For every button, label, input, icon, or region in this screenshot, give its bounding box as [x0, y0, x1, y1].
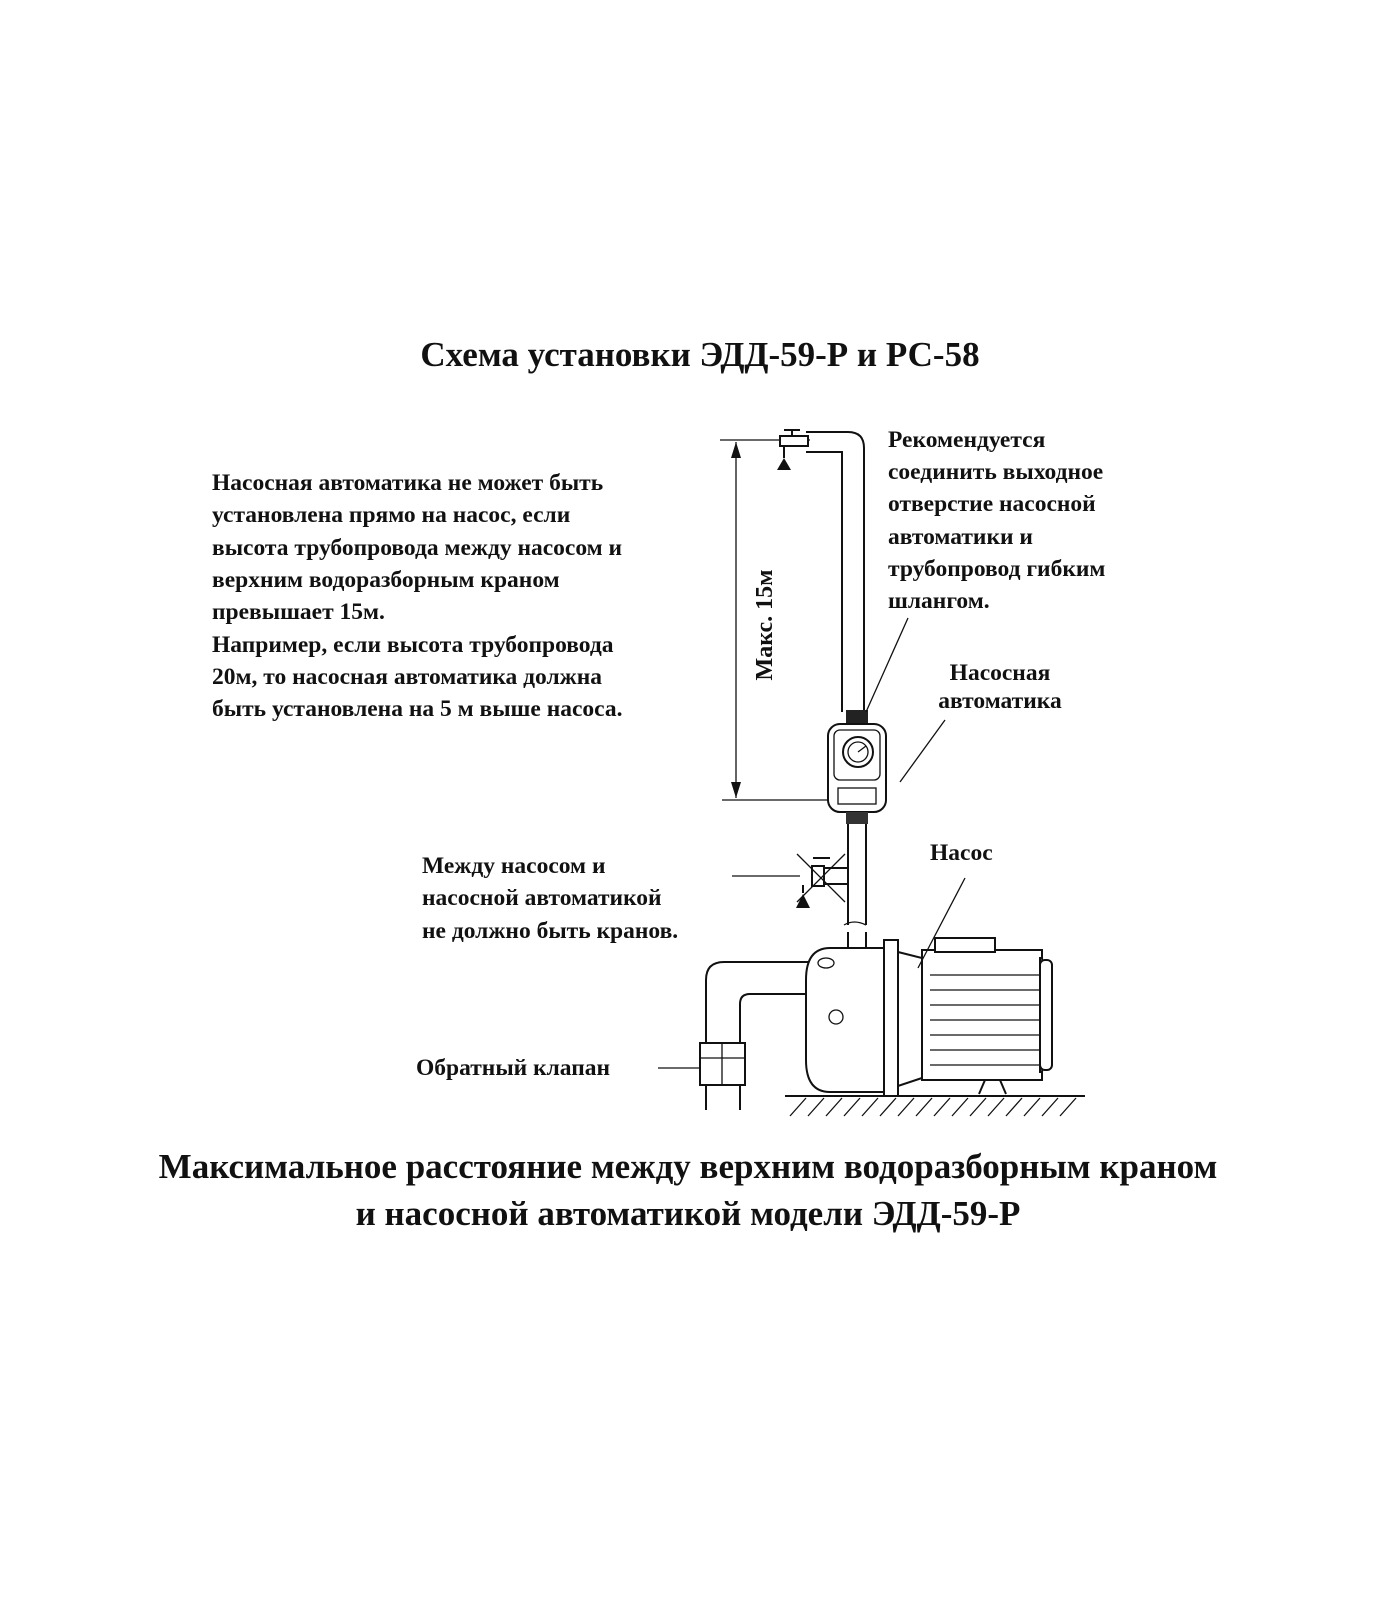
check-valve-label: Обратный клапан	[416, 1055, 610, 1081]
caption-line: Максимальное расстояние между верхним во…	[159, 1147, 1218, 1186]
no-taps-label: не должно быть кранов.	[422, 918, 678, 944]
left-note-line: верхним водоразборным краном	[212, 567, 560, 593]
suction-pipe	[699, 961, 812, 1110]
left-note-line: превышает 15м.	[212, 599, 385, 625]
left-note: Насосная автоматика не может быть устано…	[212, 470, 623, 722]
caption-line: и насосной автоматикой модели ЭДД-59-Р	[356, 1194, 1021, 1233]
pump-icon	[805, 937, 1053, 1097]
pump-automation-unit	[827, 710, 887, 824]
left-note-line: быть установлена на 5 м выше насоса.	[212, 696, 623, 722]
crossed-tap-icon	[796, 853, 848, 908]
right-note-line: трубопровод гибким	[888, 556, 1105, 582]
right-note-line: шлангом.	[888, 588, 990, 614]
leader-lines	[658, 617, 966, 1069]
right-note: Рекомендуется соединить выходное отверст…	[888, 427, 1105, 614]
top-tap-icon	[777, 429, 809, 470]
dimension-label: Макс. 15м	[752, 570, 778, 681]
no-taps-label: Между насосом и	[422, 853, 605, 879]
right-note-line: автоматики и	[888, 524, 1033, 550]
automation-label: Насосная	[950, 660, 1051, 686]
riser-pipe	[806, 431, 867, 955]
pump-label: Насос	[930, 840, 993, 866]
left-note-line: Насосная автоматика не может быть	[212, 470, 603, 496]
left-note-line: установлена прямо на насос, если	[212, 502, 570, 528]
no-taps-label: насосной автоматикой	[422, 885, 662, 911]
left-note-line: Например, если высота трубопровода	[212, 632, 614, 658]
right-note-line: отверстие насосной	[888, 491, 1096, 517]
right-note-line: Рекомендуется	[888, 427, 1046, 453]
dimension-line: Макс. 15м	[720, 439, 832, 801]
ground-hatching	[785, 1095, 1085, 1117]
automation-label: автоматика	[938, 688, 1062, 714]
left-note-line: высота трубопровода между насосом и	[212, 535, 622, 561]
diagram-title: Схема установки ЭДД-59-Р и РС-58	[420, 335, 979, 374]
right-note-line: соединить выходное	[888, 459, 1103, 485]
left-note-line: 20м, то насосная автоматика должна	[212, 664, 602, 690]
